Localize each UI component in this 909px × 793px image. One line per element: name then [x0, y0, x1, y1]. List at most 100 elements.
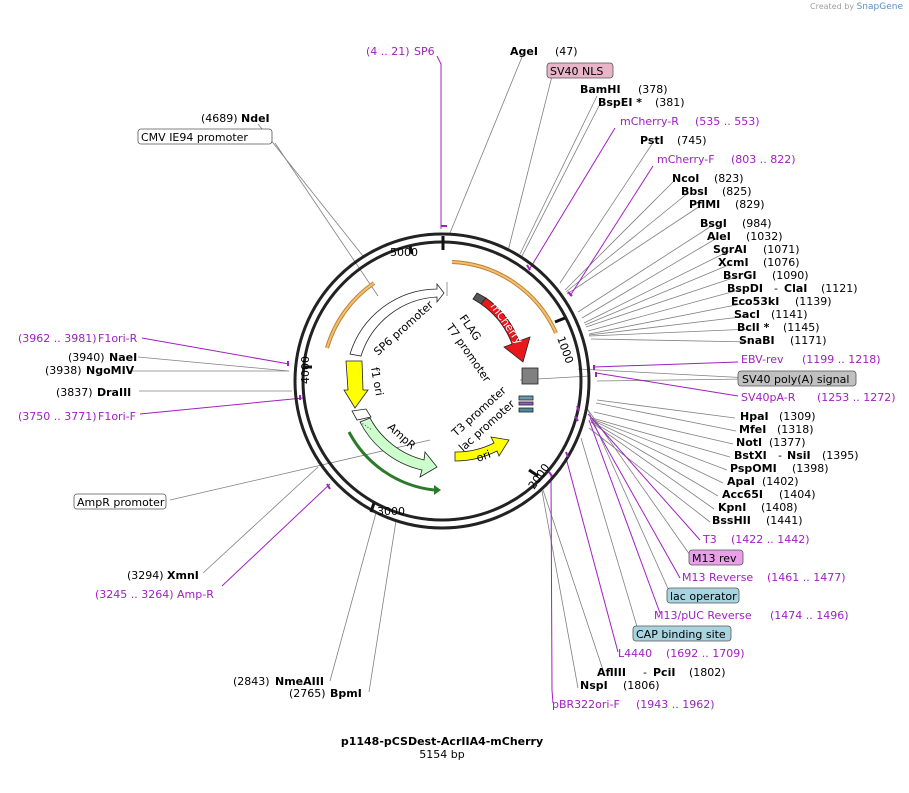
- orange-arc-left-inner: [326, 282, 375, 349]
- green-arc: [347, 431, 435, 492]
- pcii-name: PciI: [653, 666, 675, 679]
- t3-primer-range: (1422 .. 1442): [731, 533, 810, 546]
- alei-name: AleI: [707, 230, 731, 243]
- pbr322ori-f-name: pBR322ori-F: [552, 698, 620, 711]
- ebv-rev-name: EBV-rev: [741, 353, 784, 366]
- primer-leader-lines: [139, 55, 739, 704]
- m13-reverse-range: (1461 .. 1477): [767, 571, 846, 584]
- bpmi-pos: (2765): [289, 687, 326, 700]
- sv40-nls-box: [546, 62, 614, 79]
- psti-name: PstI: [640, 134, 664, 147]
- cap-mark: [518, 407, 534, 413]
- snapgene-credit: Created by SnapGene: [810, 2, 903, 12]
- saci-pos: (1141): [771, 308, 808, 321]
- draiii-pos: (3837): [56, 386, 93, 399]
- ori-label: ori: [475, 448, 493, 465]
- xcmi-pos: (1076): [763, 256, 800, 269]
- boxed-labels: SV40 NLS CMV IE94 promoter SV40 poly(A) …: [73, 62, 857, 642]
- nspi-name: NspI: [580, 679, 608, 692]
- naei-name: NaeI: [109, 351, 137, 364]
- sp6-promoter-feature: [349, 282, 445, 357]
- bamhi-name: BamHI: [580, 83, 621, 96]
- sv40pa-r-name: SV40pA-R: [741, 391, 796, 404]
- green-arc-head: [434, 485, 441, 495]
- lac-operator-mark: [518, 401, 534, 406]
- mcherry-feature: [480, 297, 531, 363]
- kpni-pos: (1408): [761, 501, 798, 514]
- bstxi-sep: -: [778, 449, 782, 462]
- f1-ori-label: f1 ori: [368, 366, 386, 397]
- bamhi-pos: (378): [638, 83, 668, 96]
- sgrai-pos: (1071): [763, 243, 800, 256]
- nsii-name: NsiI: [787, 449, 811, 462]
- f1ori-r-range: (3962 .. 3981): [18, 332, 97, 345]
- kpni-name: KpnI: [718, 501, 746, 514]
- ampr-promoter-label: AmpR promoter: [77, 496, 165, 509]
- afliii-sep: -: [643, 666, 647, 679]
- agei-name: AgeI: [510, 45, 538, 58]
- pspomi-pos: (1398): [792, 462, 829, 475]
- bcli-name: BclI *: [737, 321, 770, 334]
- apai-pos: (1402): [762, 475, 799, 488]
- noti-name: NotI: [736, 436, 762, 449]
- afliii-name: AflIII: [597, 666, 626, 679]
- m13-puc-reverse-range: (1474 .. 1496): [770, 609, 849, 622]
- bbsi-name: BbsI: [681, 185, 708, 198]
- ngomiv-pos: (3938): [45, 364, 82, 377]
- nspi-pos: (1806): [623, 679, 660, 692]
- t3-mark: [518, 395, 534, 401]
- cmv-promoter-label: CMV IE94 promoter: [141, 131, 248, 144]
- plasmid-name: p1148-pCSDest-AcrIIA4-mCherry: [341, 735, 543, 748]
- sv40-polya-label: SV40 poly(A) signal: [742, 373, 849, 386]
- t3-primer-name: T3: [702, 533, 717, 546]
- ruler-ticks: [303, 236, 566, 513]
- mfei-pos: (1318): [777, 423, 814, 436]
- bsrgi-name: BsrGI: [723, 269, 756, 282]
- f1ori-r-name: F1ori-R: [98, 332, 138, 345]
- bbsi-pos: (825): [722, 185, 752, 198]
- ndei-name: NdeI: [241, 112, 270, 125]
- apai-name: ApaI: [727, 475, 755, 488]
- ampr-promoter-feature: [351, 408, 372, 421]
- acc65i-pos: (1404): [779, 488, 816, 501]
- mcherry-r-range: (535 .. 553): [695, 115, 760, 128]
- m13-rev-label: M13 rev: [692, 552, 737, 565]
- amp-r-name: Amp-R: [177, 588, 214, 601]
- backbone-outer: [293, 232, 591, 530]
- mcherry-label: mCherry: [488, 300, 526, 347]
- sp6-promoter-label: SP6 promoter: [371, 298, 436, 358]
- xcmi-name: XcmI: [718, 256, 749, 269]
- amp-r-range: (3245 .. 3264): [95, 588, 174, 601]
- eco53ki-pos: (1139): [795, 295, 832, 308]
- pflmi-name: PflMI: [689, 198, 720, 211]
- alei-pos: (1032): [746, 230, 783, 243]
- agei-pos: (47): [555, 45, 578, 58]
- ndei-pos: (4689): [201, 112, 238, 125]
- ebv-rev-range: (1199 .. 1218): [802, 353, 881, 366]
- psti-pos: (745): [677, 134, 707, 147]
- ampr-feature: [359, 417, 438, 478]
- cmv-promoter-box: [137, 128, 273, 145]
- sgrai-name: SgrAI: [713, 243, 747, 256]
- sv40-polya-box: [737, 370, 857, 387]
- bspei-name: BspEI *: [598, 96, 642, 109]
- sp6-primer-range: (4 .. 21): [366, 45, 410, 58]
- sv40-polya-feature: [521, 367, 539, 385]
- xmni-name: XmnI: [167, 569, 199, 582]
- top-labels: (4 .. 21) SP6 AgeI (47) BamHI (378) BspE…: [366, 45, 896, 711]
- bcli-pos: (1145): [783, 321, 820, 334]
- ampr-promoter-box: [73, 493, 167, 510]
- bspdi-sep: -: [774, 282, 778, 295]
- orange-arc-right-inner: [451, 261, 557, 334]
- sv40-nls-label: SV40 NLS: [550, 65, 603, 78]
- ruler-3000: 3000: [377, 505, 405, 518]
- pbr322ori-f-range: (1943 .. 1962): [636, 698, 715, 711]
- saci-name: SacI: [734, 308, 760, 321]
- flag-feature: [472, 292, 487, 305]
- hpai-pos: (1309): [779, 410, 816, 423]
- lac-operator-label: lac operator: [670, 590, 737, 603]
- ampr-dash: [359, 421, 373, 431]
- ncoi-pos: (823): [714, 172, 744, 185]
- mcherry-f-name: mCherry-F: [657, 153, 715, 166]
- xmni-pos: (3294): [127, 569, 164, 582]
